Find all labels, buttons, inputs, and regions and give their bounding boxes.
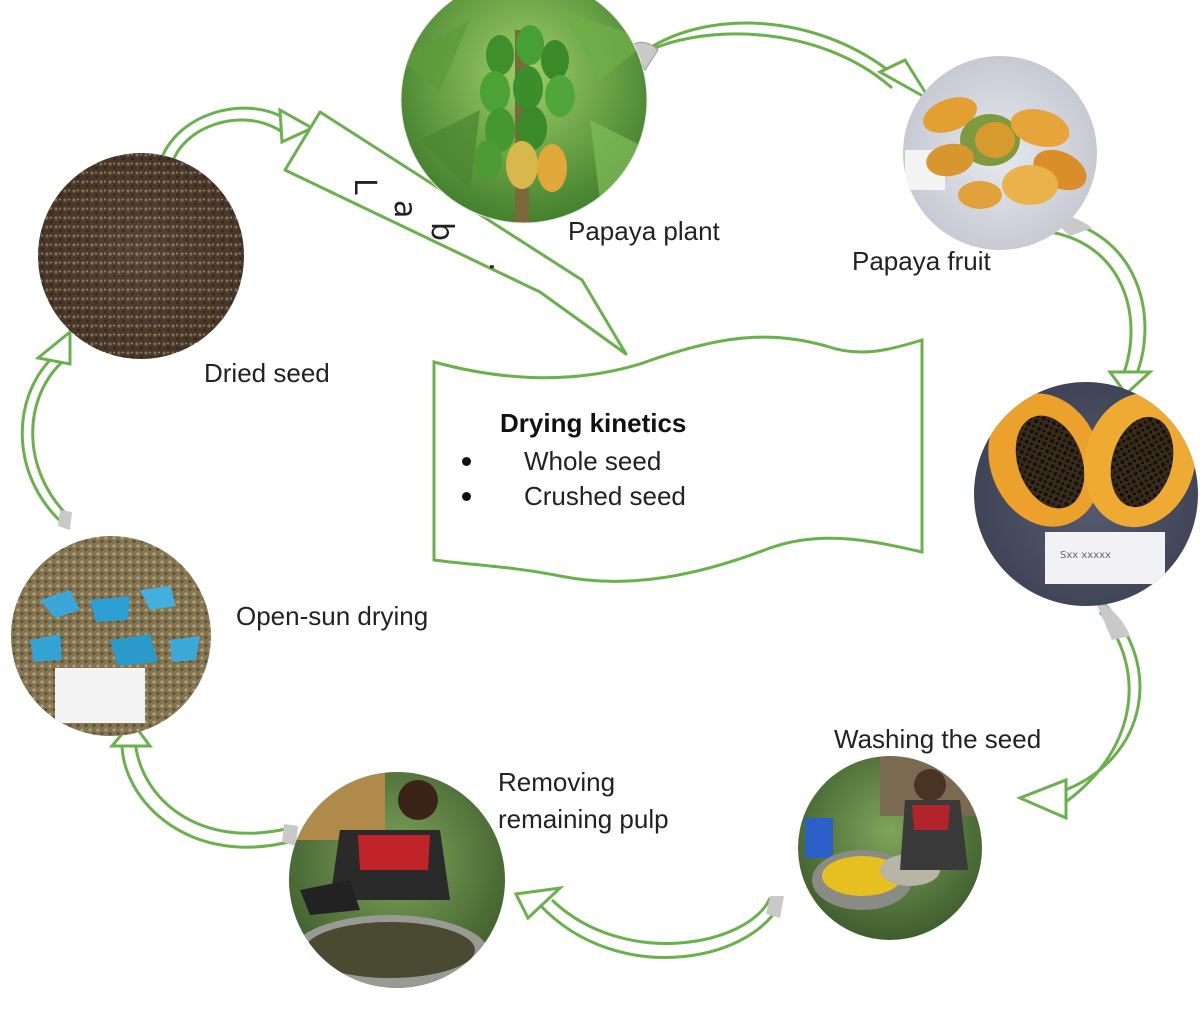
- label-papaya-fruit: Papaya fruit: [852, 246, 991, 276]
- label-papaya-plant: Papaya plant: [568, 216, 720, 246]
- arrow-remove-to-sun: [108, 719, 298, 849]
- lab-letter-2: a: [387, 200, 422, 218]
- lab-arrow-letters: L a b .: [347, 178, 517, 272]
- panel-item-whole-seed: Whole seed: [462, 446, 662, 477]
- arrow-wash-to-remove: [513, 885, 784, 959]
- label-dried-seed: Dried seed: [204, 358, 330, 388]
- dried-seed-photo: [38, 153, 244, 359]
- arrow-open-to-wash: [1016, 598, 1142, 821]
- label-removing-pulp: Removing remaining pulp: [498, 764, 669, 838]
- panel-item-label: Crushed seed: [524, 481, 686, 511]
- panel-item-crushed-seed: Crushed seed: [462, 481, 686, 512]
- open-sun-drying-photo: [11, 536, 211, 736]
- arrow-sun-to-dried: [20, 328, 72, 530]
- washing-seed-photo: [798, 756, 982, 940]
- bullet-dot: [462, 492, 471, 501]
- label-open-sun-drying: Open-sun drying: [236, 601, 429, 631]
- papaya-fruit-photo: [903, 56, 1097, 250]
- svg-text:Sxx xxxxx: Sxx xxxxx: [1060, 550, 1111, 561]
- lab-letter-4: .: [482, 262, 517, 272]
- lab-arrow: [283, 110, 628, 356]
- papaya-plant-photo: [401, 0, 647, 223]
- arrow-plant-to-fruit: [631, 21, 932, 102]
- opened-papaya-photo: Sxx xxxxx: [974, 382, 1198, 606]
- label-removing-line2: remaining pulp: [498, 804, 669, 834]
- lab-letter-3: b: [424, 222, 459, 241]
- bullet-dot: [462, 457, 471, 466]
- label-washing-seed: Washing the seed: [834, 724, 1042, 754]
- arrow-fruit-to-open: [1046, 213, 1154, 397]
- label-removing-line1: Removing: [498, 767, 616, 797]
- removing-pulp-photo: [289, 772, 505, 988]
- lab-letter-1: L: [347, 178, 382, 195]
- panel-title: Drying kinetics: [500, 408, 687, 438]
- panel-item-label: Whole seed: [524, 446, 662, 476]
- drying-kinetics-panel: [432, 335, 924, 583]
